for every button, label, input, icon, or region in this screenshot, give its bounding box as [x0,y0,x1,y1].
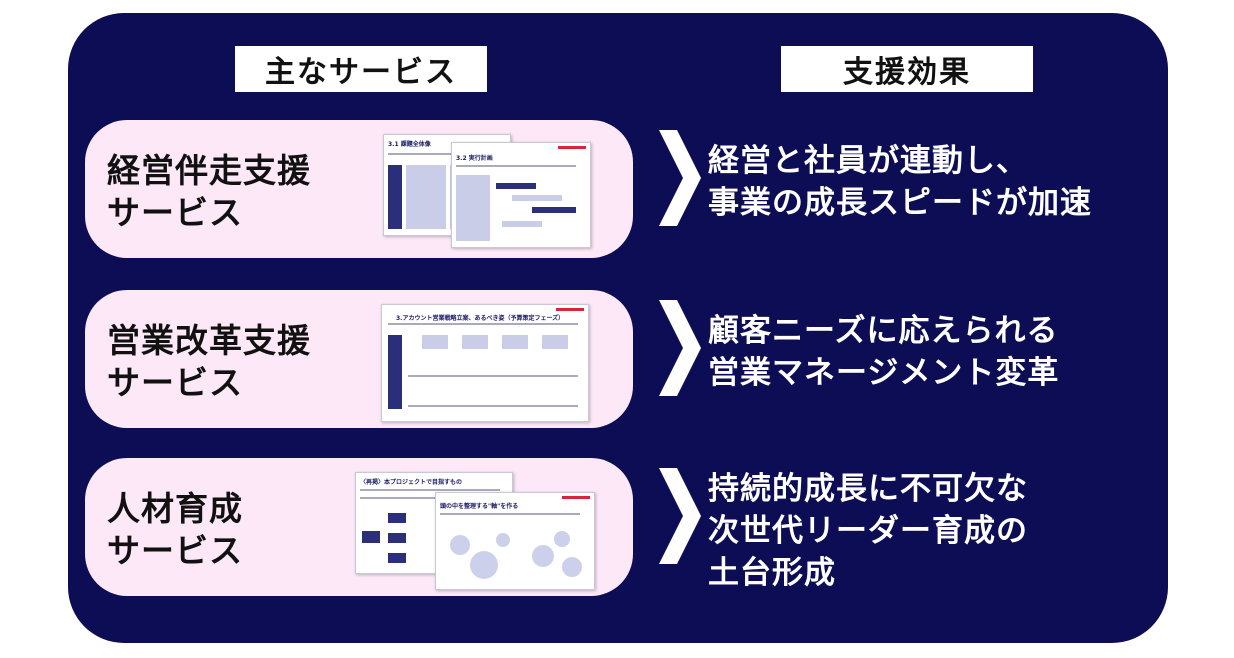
effect-line: 事業の成長スピードが加速 [708,185,1092,221]
services-header: 主なサービス [235,46,487,92]
service-title-line: 経営伴走支援 [107,151,311,190]
slide-thumbnail: 頭の中を整理する"軸"を作る [435,492,595,590]
slide-title: 3.アカウント営業戦略立案、あるべき姿（予算策定フェーズ） [396,315,565,322]
slide-block [462,335,488,349]
slide-line [360,497,500,499]
slide-title: 3.1 課題全体像 [388,141,431,148]
slide-thumbnail: 3.アカウント営業戦略立案、あるべき姿（予算策定フェーズ） [381,304,589,422]
service-title: 人材育成 サービス [107,488,243,572]
effect-line: 営業マネージメント変革 [708,355,1060,391]
service-card-talent: 人材育成 サービス 〈再掲〉本プロジェクトで目指すもの 頭の中を整理する"軸"を… [85,458,633,596]
service-card-sales: 営業改革支援 サービス 3.アカウント営業戦略立案、あるべき姿（予算策定フェーズ… [85,290,633,428]
effect-line: 土台形成 [708,555,836,591]
service-title-line: サービス [107,363,243,402]
slide-block [388,533,406,543]
effect-text: 経営と社員が連動し、 事業の成長スピードが加速 [708,140,1092,224]
slide-block [422,335,448,349]
slide-bubble [562,557,582,577]
effect-line: 経営と社員が連動し、 [708,143,1028,179]
arrow-right-icon [655,466,703,566]
slide-bubble [554,531,570,547]
slide-block [542,335,568,349]
slide-line [408,375,578,377]
service-title: 営業改革支援 サービス [107,320,311,404]
service-title: 経営伴走支援 サービス [107,150,311,234]
slide-bar [512,195,562,201]
slide-accent [558,146,586,149]
service-title-line: 人材育成 [107,489,243,528]
slide-block [456,175,490,241]
slide-thumbnail: 3.2 実行計画 [451,142,591,248]
slide-block [502,335,528,349]
slide-line [456,165,576,167]
slide-block [388,553,406,563]
effects-header: 支援効果 [781,46,1033,92]
arrow-right-icon [655,298,703,398]
slide-title: 〈再掲〉本プロジェクトで目指すもの [360,479,463,486]
slide-line [408,405,578,407]
slide-bar [502,221,542,227]
slide-accent [562,496,590,499]
slide-line [388,323,578,325]
slide-line [440,513,580,515]
effect-line: 次世代リーダー育成の [708,513,1028,549]
slide-accent [556,308,584,311]
service-title-line: 営業改革支援 [107,321,311,360]
slide-block [388,513,406,523]
slide-title: 頭の中を整理する"軸"を作る [440,503,519,510]
effect-line: 持続的成長に不可欠な [708,471,1028,507]
service-title-line: サービス [107,531,243,570]
slide-block [362,531,380,543]
slide-title: 3.2 実行計画 [456,155,493,162]
service-card-management: 経営伴走支援 サービス 3.1 課題全体像 3.2 実行計画 [85,120,633,258]
slide-block [388,335,402,409]
effect-line: 顧客ニーズに応えられる [708,313,1059,349]
slide-line [388,153,488,155]
effect-text: 持続的成長に不可欠な 次世代リーダー育成の 土台形成 [708,468,1028,594]
slide-line [360,489,500,491]
slide-block [406,165,446,229]
effect-text: 顧客ニーズに応えられる 営業マネージメント変革 [708,310,1059,394]
slide-block [388,165,402,229]
slide-bar [496,183,536,189]
slide-bubble [496,533,510,547]
slide-bubble [450,535,470,555]
service-title-line: サービス [107,193,243,232]
slide-bubble [470,551,498,579]
slide-bubble [532,545,554,567]
slide-bar [532,207,576,213]
arrow-right-icon [655,128,703,228]
